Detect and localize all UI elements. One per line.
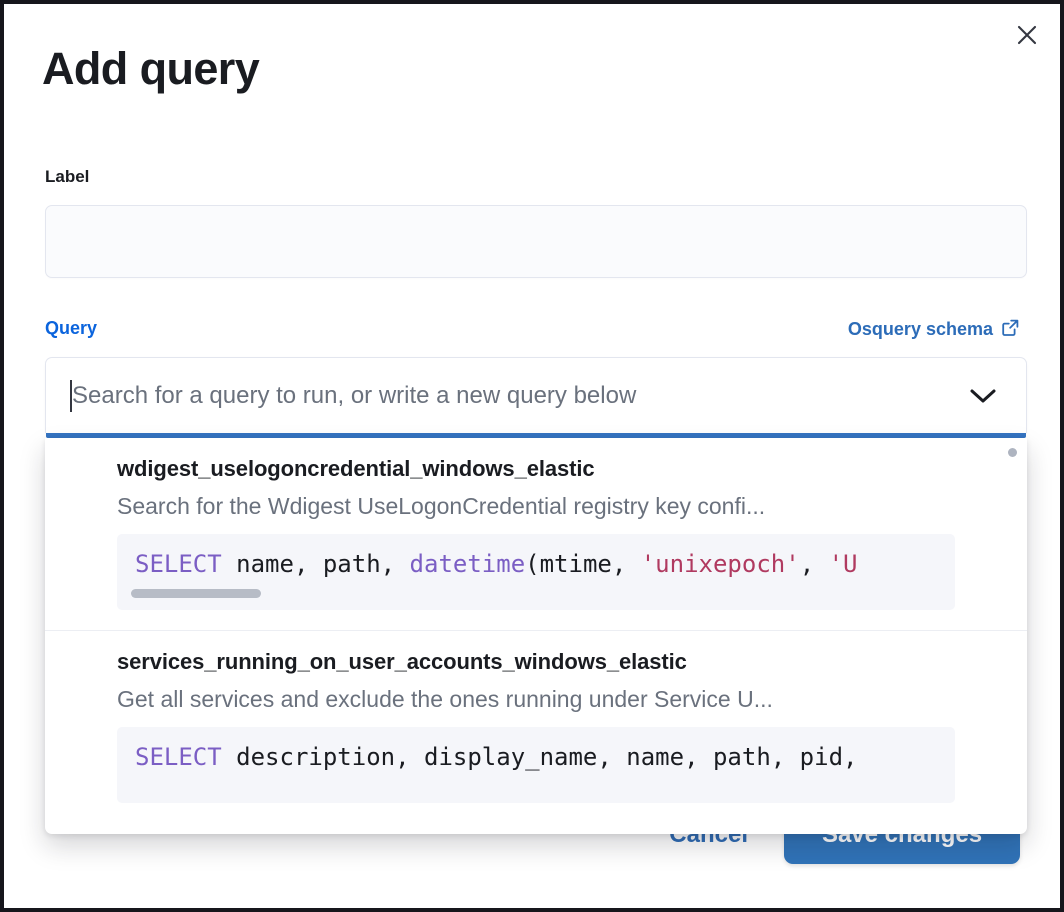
code-horizontal-scrollbar[interactable]	[131, 589, 261, 598]
sql-token: SELECT	[135, 743, 222, 771]
option-title: services_running_on_user_accounts_window…	[117, 649, 687, 674]
sql-token: (mtime,	[525, 550, 641, 578]
osquery-schema-link-label: Osquery schema	[847, 319, 993, 339]
chevron-down-icon[interactable]	[968, 387, 998, 405]
sql-token: SELECT	[135, 550, 222, 578]
sql-token: ,	[799, 550, 829, 578]
option-title: wdigest_uselogoncredential_windows_elast…	[117, 456, 595, 481]
option-description: Search for the Wdigest UseLogonCredentia…	[117, 493, 766, 519]
osquery-schema-link[interactable]: Osquery schema	[848, 317, 1020, 342]
label-input[interactable]	[45, 205, 1027, 278]
query-search-combobox[interactable]: Search for a query to run, or write a ne…	[45, 357, 1027, 438]
list-item[interactable]: wdigest_uselogoncredential_windows_elast…	[45, 438, 1027, 630]
option-code-block: SELECT description, display_name, name, …	[117, 727, 955, 803]
dropdown-scrollbar[interactable]	[1008, 448, 1017, 457]
sql-code-line: SELECT name, path, datetime(mtime, 'unix…	[117, 550, 955, 579]
close-icon[interactable]	[1010, 18, 1044, 52]
external-link-icon	[1001, 318, 1020, 342]
sql-token: description, display_name, name, path, p…	[221, 743, 858, 771]
label-field-label: Label	[45, 167, 90, 186]
query-field-label[interactable]: Query	[45, 318, 98, 338]
sql-token: 'U	[828, 550, 858, 578]
add-query-modal: Add query Label Query Osquery schema Sea…	[4, 4, 1060, 908]
option-code-block: SELECT name, path, datetime(mtime, 'unix…	[117, 534, 955, 610]
sql-token: datetime	[409, 550, 526, 578]
sql-code-line: SELECT description, display_name, name, …	[117, 743, 955, 772]
query-option-list: wdigest_uselogoncredential_windows_elast…	[45, 438, 1027, 823]
list-item[interactable]: services_running_on_user_accounts_window…	[45, 630, 1027, 823]
page-title: Add query	[42, 43, 260, 94]
query-suggestions-dropdown: wdigest_uselogoncredential_windows_elast…	[45, 438, 1027, 834]
sql-token: name, path,	[221, 550, 410, 578]
text-caret	[70, 380, 72, 412]
sql-token: 'unixepoch'	[640, 550, 800, 578]
query-search-placeholder: Search for a query to run, or write a ne…	[72, 381, 637, 409]
option-description: Get all services and exclude the ones ru…	[117, 686, 773, 712]
